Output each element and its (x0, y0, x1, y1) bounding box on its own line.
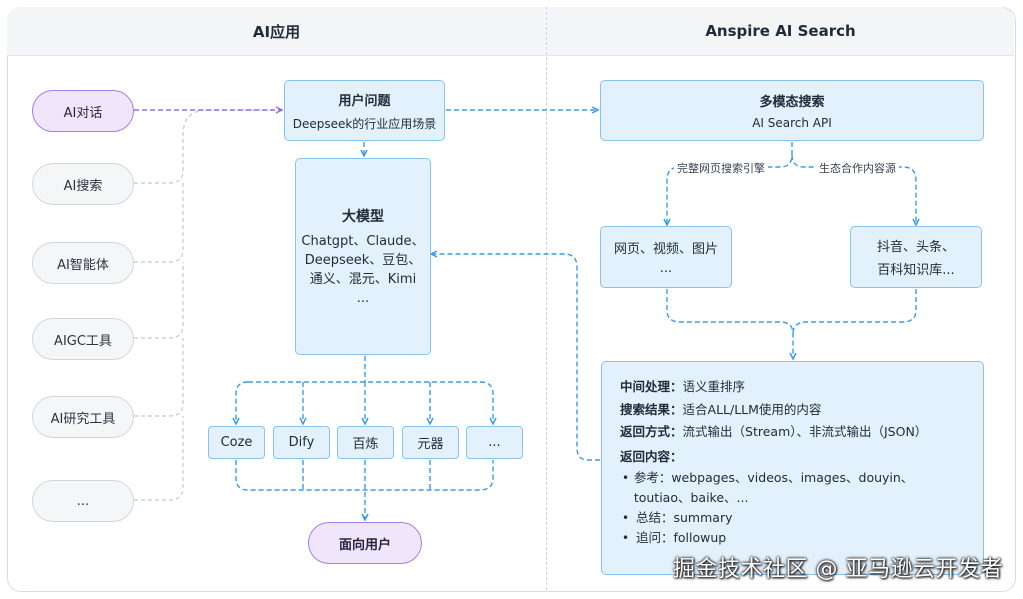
platform-coze: Coze (208, 426, 265, 459)
platform-dify: Dify (273, 426, 330, 459)
app-ai-research-tools: AI研究工具 (32, 396, 134, 438)
bullet-text: 总结：summary (636, 510, 733, 525)
return-method-row: 返回方式：流式输出（Stream）、非流式输出（JSON） (620, 421, 967, 444)
app-more: ... (32, 480, 134, 522)
return-method-label: 返回方式： (620, 424, 683, 439)
target-users: 面向用户 (308, 522, 422, 564)
return-method-value: 流式输出（Stream）、非流式输出（JSON） (682, 424, 928, 439)
eco-sources-line: 百科知识库... (877, 263, 955, 278)
llm-line: ... (356, 290, 370, 306)
edge-label-web-engine: 完整网页搜索引擎 (674, 160, 768, 176)
result-box: 中间处理：语义重排序 搜索结果：适合ALL/LLM使用的内容 返回方式：流式输出… (601, 361, 984, 575)
middle-processing-row: 中间处理：语义重排序 (620, 376, 967, 399)
eco-sources-line: 抖音、头条、 (876, 240, 955, 255)
search-subtitle: AI Search API (752, 116, 832, 130)
user-question-title: 用户问题 (338, 93, 391, 109)
web-sources-box: 网页、视频、图片 ... (600, 226, 732, 288)
llm-line: Chatgpt、Claude、 (301, 233, 425, 249)
bullet-references: •参考：webpages、videos、images、douyin、toutia… (622, 468, 967, 508)
search-results-label: 搜索结果： (620, 401, 683, 417)
app-ai-agent: AI智能体 (32, 242, 134, 284)
bullet-text: 追问：followup (636, 530, 727, 545)
app-aigc-tools: AIGC工具 (32, 318, 134, 360)
user-question-box: 用户问题 Deepseek的行业应用场景 (284, 80, 445, 141)
web-sources-more: ... (659, 261, 673, 276)
right-header: Anspire AI Search (547, 7, 1014, 56)
llm-line: 通义、混元、Kimi (309, 271, 417, 287)
return-content-row: 返回内容： (620, 446, 967, 469)
watermark: 掘金技术社区 @ 亚马逊云开发者 (673, 557, 1003, 582)
search-title: 多模态搜索 (759, 95, 825, 110)
llm-title: 大模型 (342, 208, 384, 225)
platform-more: ... (466, 426, 523, 459)
section-divider (546, 7, 547, 590)
search-results-row: 搜索结果：适合ALL/LLM使用的内容 (620, 399, 967, 422)
user-question-subtitle: Deepseek的行业应用场景 (292, 116, 437, 131)
bullet-summary: •总结：summary (622, 508, 967, 528)
app-ai-chat: AI对话 (32, 90, 134, 132)
platform-bailian: 百炼 (337, 426, 394, 459)
edge-label-eco-sources: 生态合作内容源 (816, 160, 899, 176)
web-sources-line: 网页、视频、图片 (613, 242, 718, 257)
eco-sources-box: 抖音、头条、 百科知识库... (850, 226, 982, 288)
platform-yuanqi: 元器 (402, 426, 459, 459)
multimodal-search-box: 多模态搜索 AI Search API (600, 80, 984, 141)
bullet-followup: •追问：followup (622, 528, 967, 548)
return-content-label: 返回内容： (620, 448, 683, 464)
bullet-text: 参考：webpages、videos、images、douyin、toutiao… (633, 470, 914, 505)
llm-line: Deepseek、豆包、 (304, 252, 422, 268)
left-header: AI应用 (7, 7, 546, 56)
middle-processing-label: 中间处理： (620, 379, 683, 394)
app-ai-search: AI搜索 (32, 163, 134, 205)
llm-box: 大模型 Chatgpt、Claude、 Deepseek、豆包、 通义、混元、K… (295, 158, 431, 355)
apps-bracket (134, 109, 284, 501)
search-results-value: 适合ALL/LLM使用的内容 (682, 401, 822, 417)
middle-processing-value: 语义重排序 (682, 379, 746, 394)
